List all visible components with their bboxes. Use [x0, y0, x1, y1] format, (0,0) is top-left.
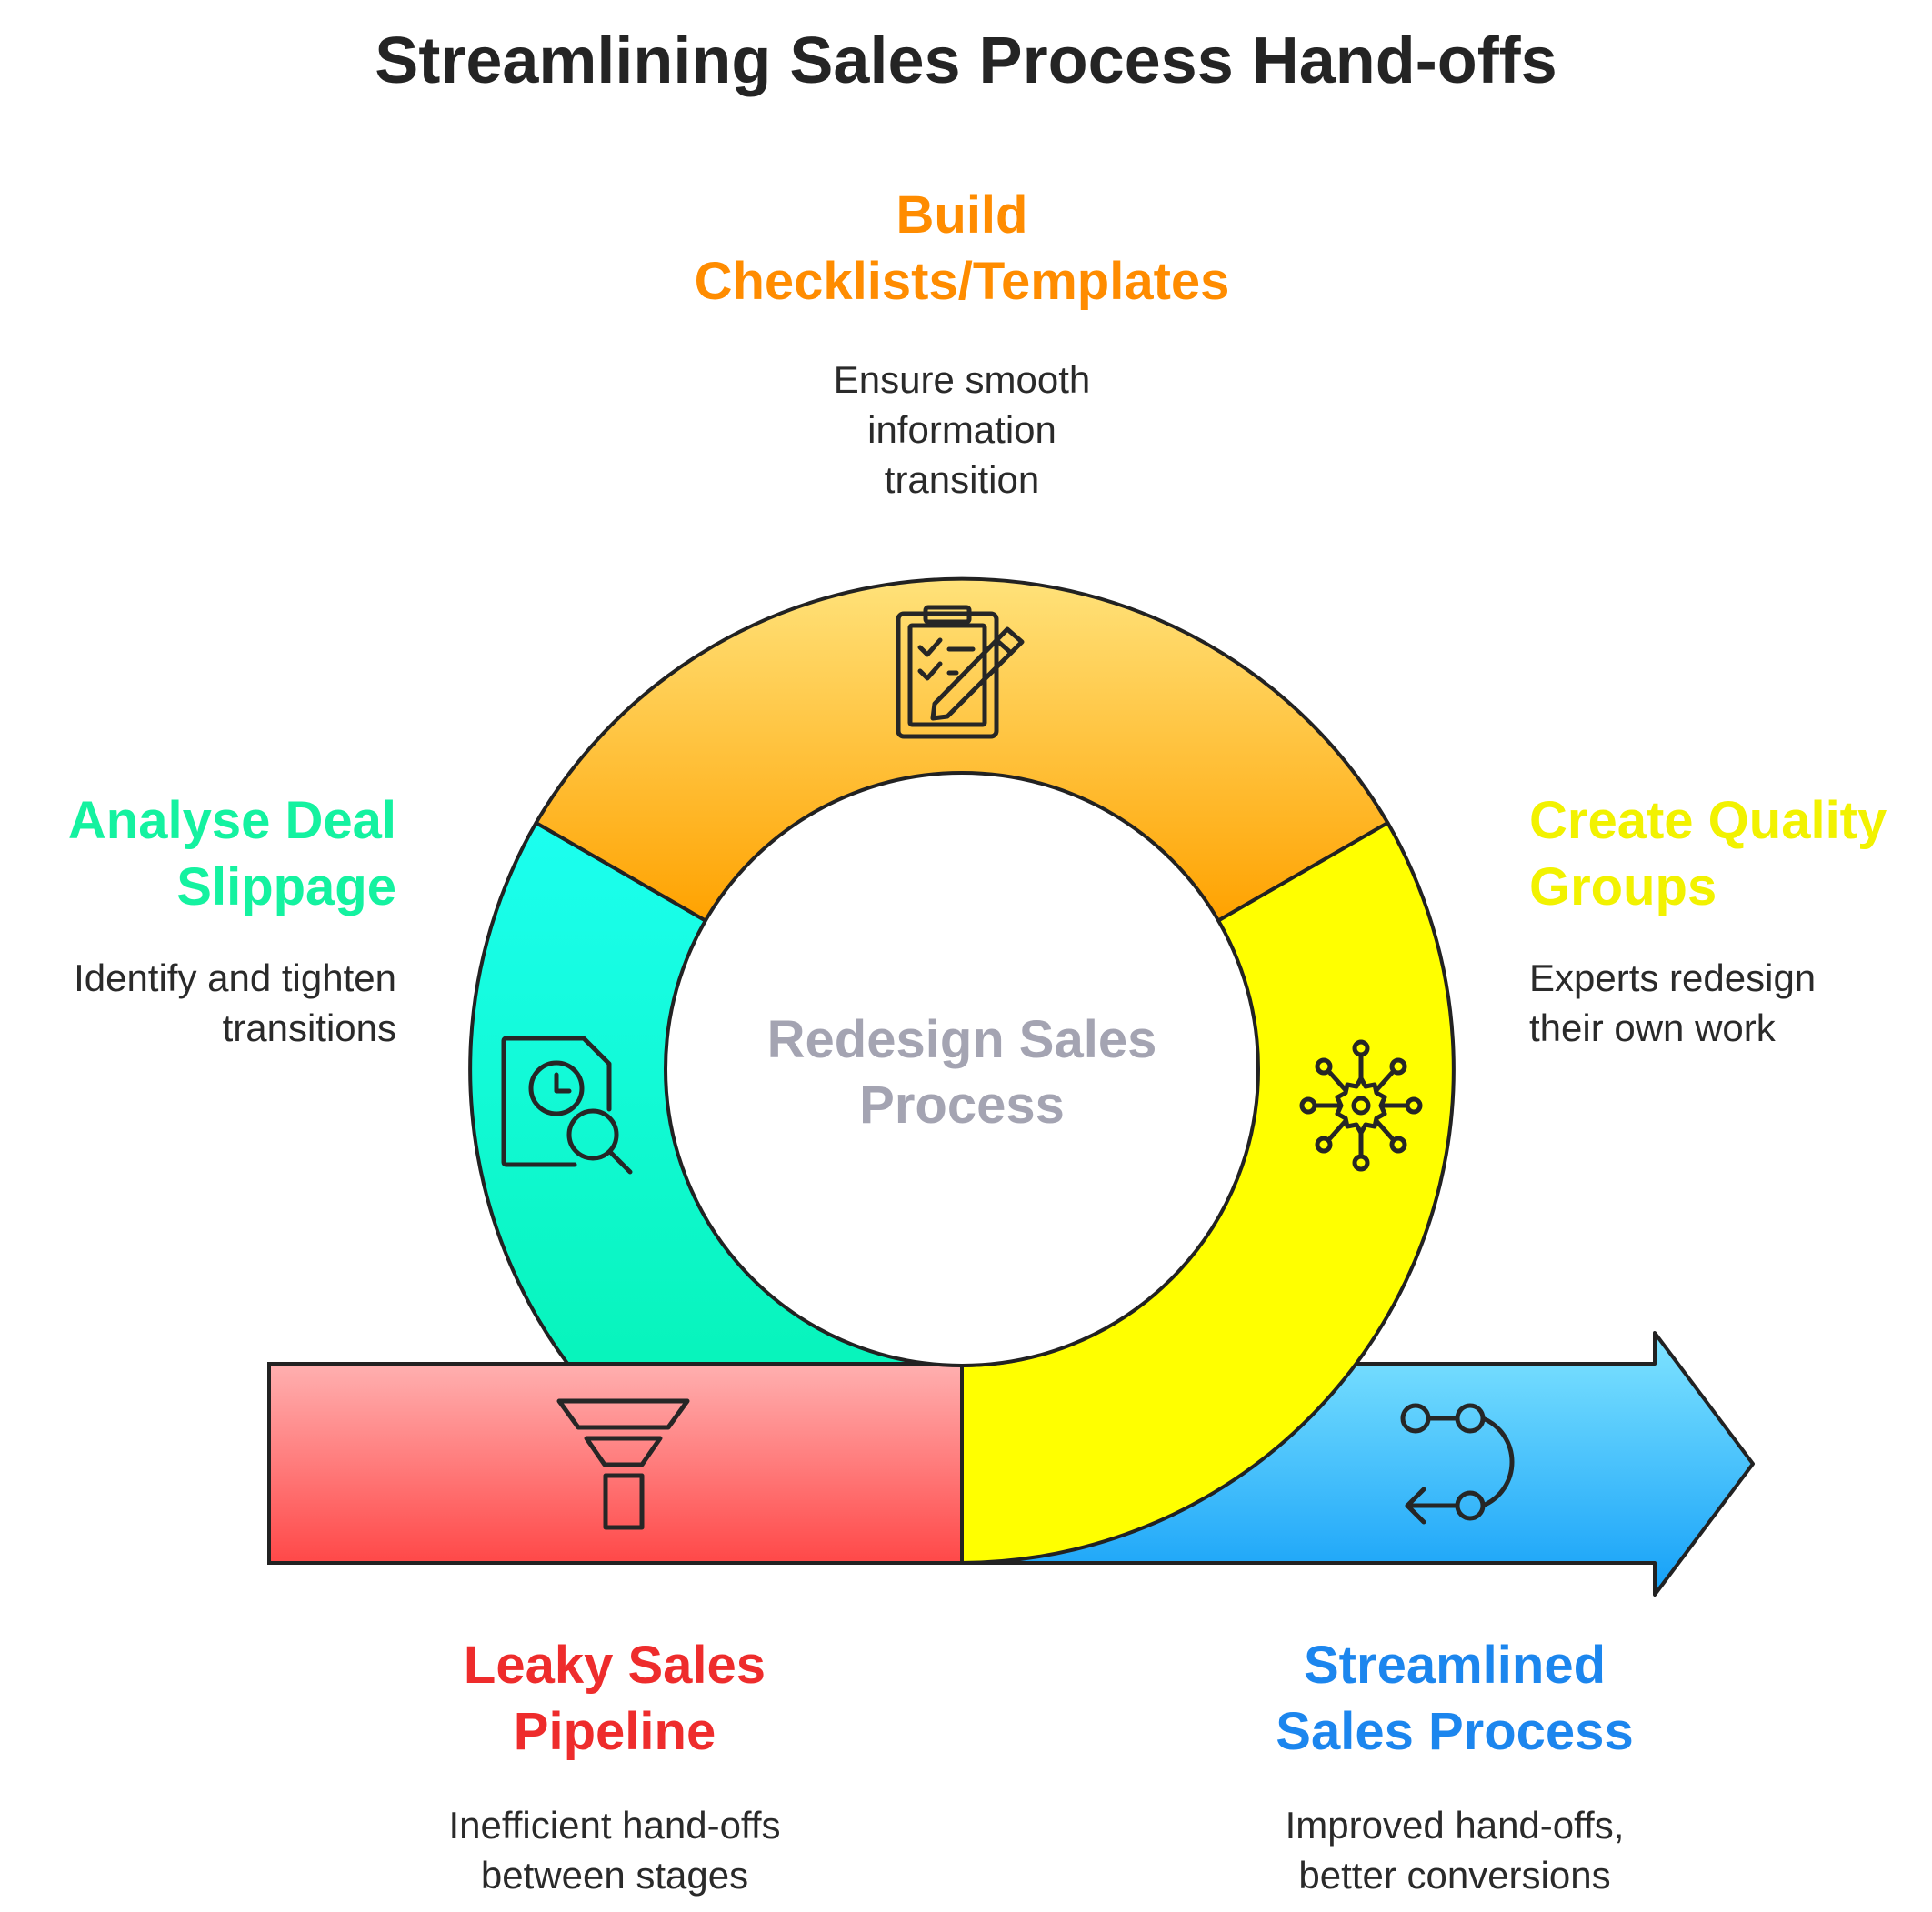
route-loop-icon [1400, 1403, 1515, 1525]
leaky-description: Inefficient hand-offs between stages [448, 1804, 781, 1897]
quality-description: Experts redesign their own work [1529, 956, 1817, 1049]
document-clock-search-icon [501, 1036, 633, 1175]
analyse-heading: Analyse Deal Slippage [67, 791, 396, 916]
center-circle [664, 771, 1260, 1367]
network-gear-icon [1299, 1039, 1423, 1172]
leaky-heading: Leaky Sales Pipeline [463, 1636, 766, 1761]
analyse-description: Identify and tighten transitions [74, 956, 396, 1049]
page-title: Streamlining Sales Process Hand-offs [375, 25, 1557, 97]
build-description: Ensure smooth information transition [833, 358, 1091, 501]
center-label: Redesign Sales Process [766, 1010, 1157, 1135]
funnel-icon [556, 1398, 690, 1530]
streamlined-description: Improved hand-offs, better conversions [1285, 1804, 1625, 1897]
quality-heading: Create Quality Groups [1529, 791, 1887, 916]
build-heading: Build Checklists/Templates [694, 185, 1230, 311]
streamlined-heading: Streamlined Sales Process [1276, 1636, 1634, 1761]
checklist-pencil-icon [896, 605, 1025, 739]
